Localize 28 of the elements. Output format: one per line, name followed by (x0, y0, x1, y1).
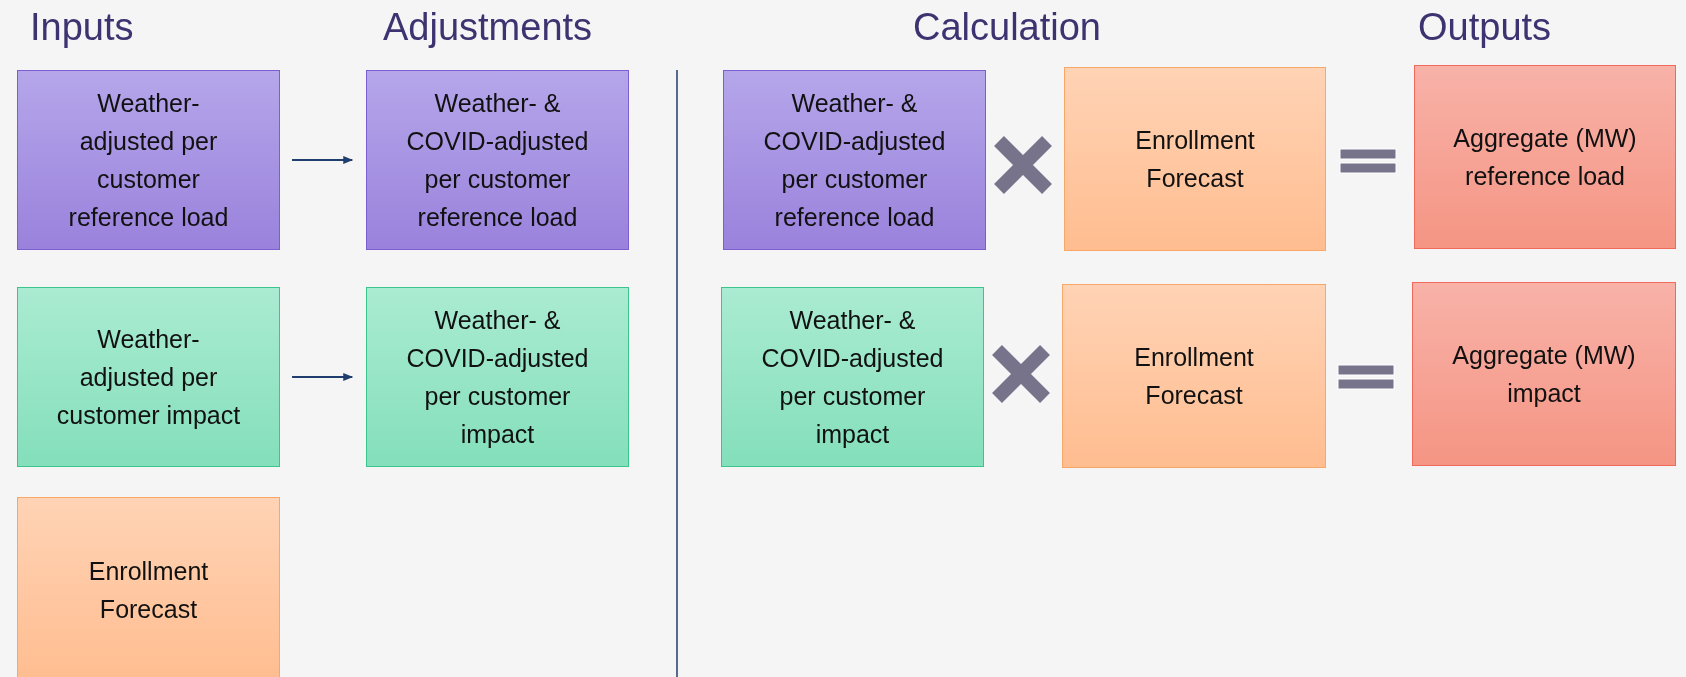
box-label: Weather-adjusted per customer reference load (67, 88, 230, 233)
arrow (291, 156, 354, 164)
column-heading: Outputs (1418, 6, 1552, 49)
forecast-box (17, 497, 280, 677)
box-label: Weather- & COVID-adjusted per customer impact (405, 305, 590, 450)
box-label: Enrollment Forecast (1133, 342, 1255, 411)
load-box (366, 70, 629, 250)
box-label: Weather-adjusted per customer impact (55, 324, 242, 431)
column-heading: Adjustments (383, 6, 593, 49)
arrow (291, 373, 354, 381)
forecast-box (1062, 284, 1326, 468)
box-label: Weather- & COVID-adjusted per customer reference load (405, 88, 590, 233)
output-box (1412, 282, 1676, 466)
load-box (723, 70, 986, 250)
box-label: Aggregate (MW) impact (1451, 340, 1637, 409)
forecast-box (1064, 67, 1326, 251)
box-label: Enrollment Forecast (1134, 125, 1256, 194)
box-label: Enrollment Forecast (87, 555, 210, 625)
box-label: Weather- & COVID-adjusted per customer reference load (762, 88, 947, 233)
column-heading: Inputs (30, 6, 134, 49)
output-box (1414, 65, 1676, 249)
load-box (17, 70, 280, 250)
impact-box (721, 287, 984, 467)
box-label: Aggregate (MW) reference load (1452, 123, 1638, 192)
box-label: Weather- & COVID-adjusted per customer impact (760, 305, 945, 450)
impact-box (366, 287, 629, 467)
column-heading: Calculation (913, 6, 1101, 49)
impact-box (17, 287, 280, 467)
